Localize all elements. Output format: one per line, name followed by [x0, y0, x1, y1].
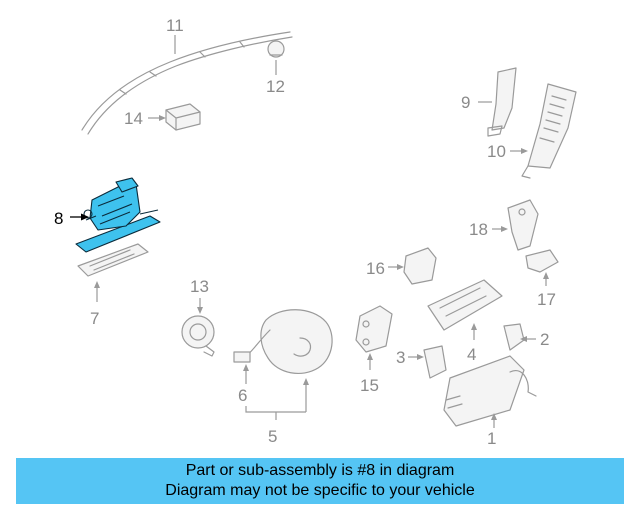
- part-8-knee-airbag-assembly[interactable]: [75, 177, 161, 253]
- part-11-curtain-airbag[interactable]: [81, 31, 293, 135]
- callout-17: 17: [537, 290, 556, 309]
- callout-6: 6: [238, 386, 247, 405]
- part-3-bracket[interactable]: [423, 345, 447, 379]
- part-13-clockspring[interactable]: [181, 315, 215, 357]
- callout-8: 8: [54, 209, 63, 228]
- callout-9: 9: [461, 93, 470, 112]
- info-banner: Part or sub-assembly is #8 in diagram Di…: [16, 458, 624, 504]
- part-15-sensor[interactable]: [355, 305, 393, 353]
- part-2-clip[interactable]: [503, 323, 525, 351]
- callout-5: 5: [268, 427, 277, 446]
- banner-line-1: Part or sub-assembly is #8 in diagram: [185, 462, 455, 479]
- part-12-sensor[interactable]: [267, 40, 285, 58]
- part-1-passenger-airbag[interactable]: [443, 355, 537, 427]
- part-5-driver-airbag[interactable]: [245, 309, 333, 375]
- parts-diagram: 11 12 14 9 10 8: [54, 16, 577, 448]
- part-17-front-sensor[interactable]: [525, 249, 559, 273]
- callout-14: 14: [124, 109, 143, 128]
- callout-16: 16: [366, 259, 385, 278]
- banner-line-2: Diagram may not be specific to your vehi…: [165, 482, 475, 499]
- part-4-passenger-cover[interactable]: [427, 279, 503, 331]
- callout-1: 1: [487, 429, 496, 448]
- part-18-bracket[interactable]: [507, 199, 539, 251]
- part-16-impact-sensor[interactable]: [403, 247, 437, 285]
- callout-15: 15: [360, 376, 379, 395]
- callout-10: 10: [487, 142, 506, 161]
- callout-7: 7: [90, 309, 99, 328]
- part-9-pillar-trim[interactable]: [487, 67, 517, 137]
- part-7-knee-trim[interactable]: [77, 243, 149, 277]
- part-10-side-airbag[interactable]: [521, 83, 577, 179]
- callout-4: 4: [467, 345, 476, 364]
- callout-2: 2: [540, 330, 549, 349]
- callout-3: 3: [396, 348, 405, 367]
- callout-18: 18: [469, 220, 488, 239]
- callout-12: 12: [266, 77, 285, 96]
- callout-13: 13: [190, 277, 209, 296]
- part-14-control-module[interactable]: [165, 103, 201, 131]
- part-6-connector[interactable]: [233, 351, 251, 363]
- callout-11: 11: [166, 16, 184, 35]
